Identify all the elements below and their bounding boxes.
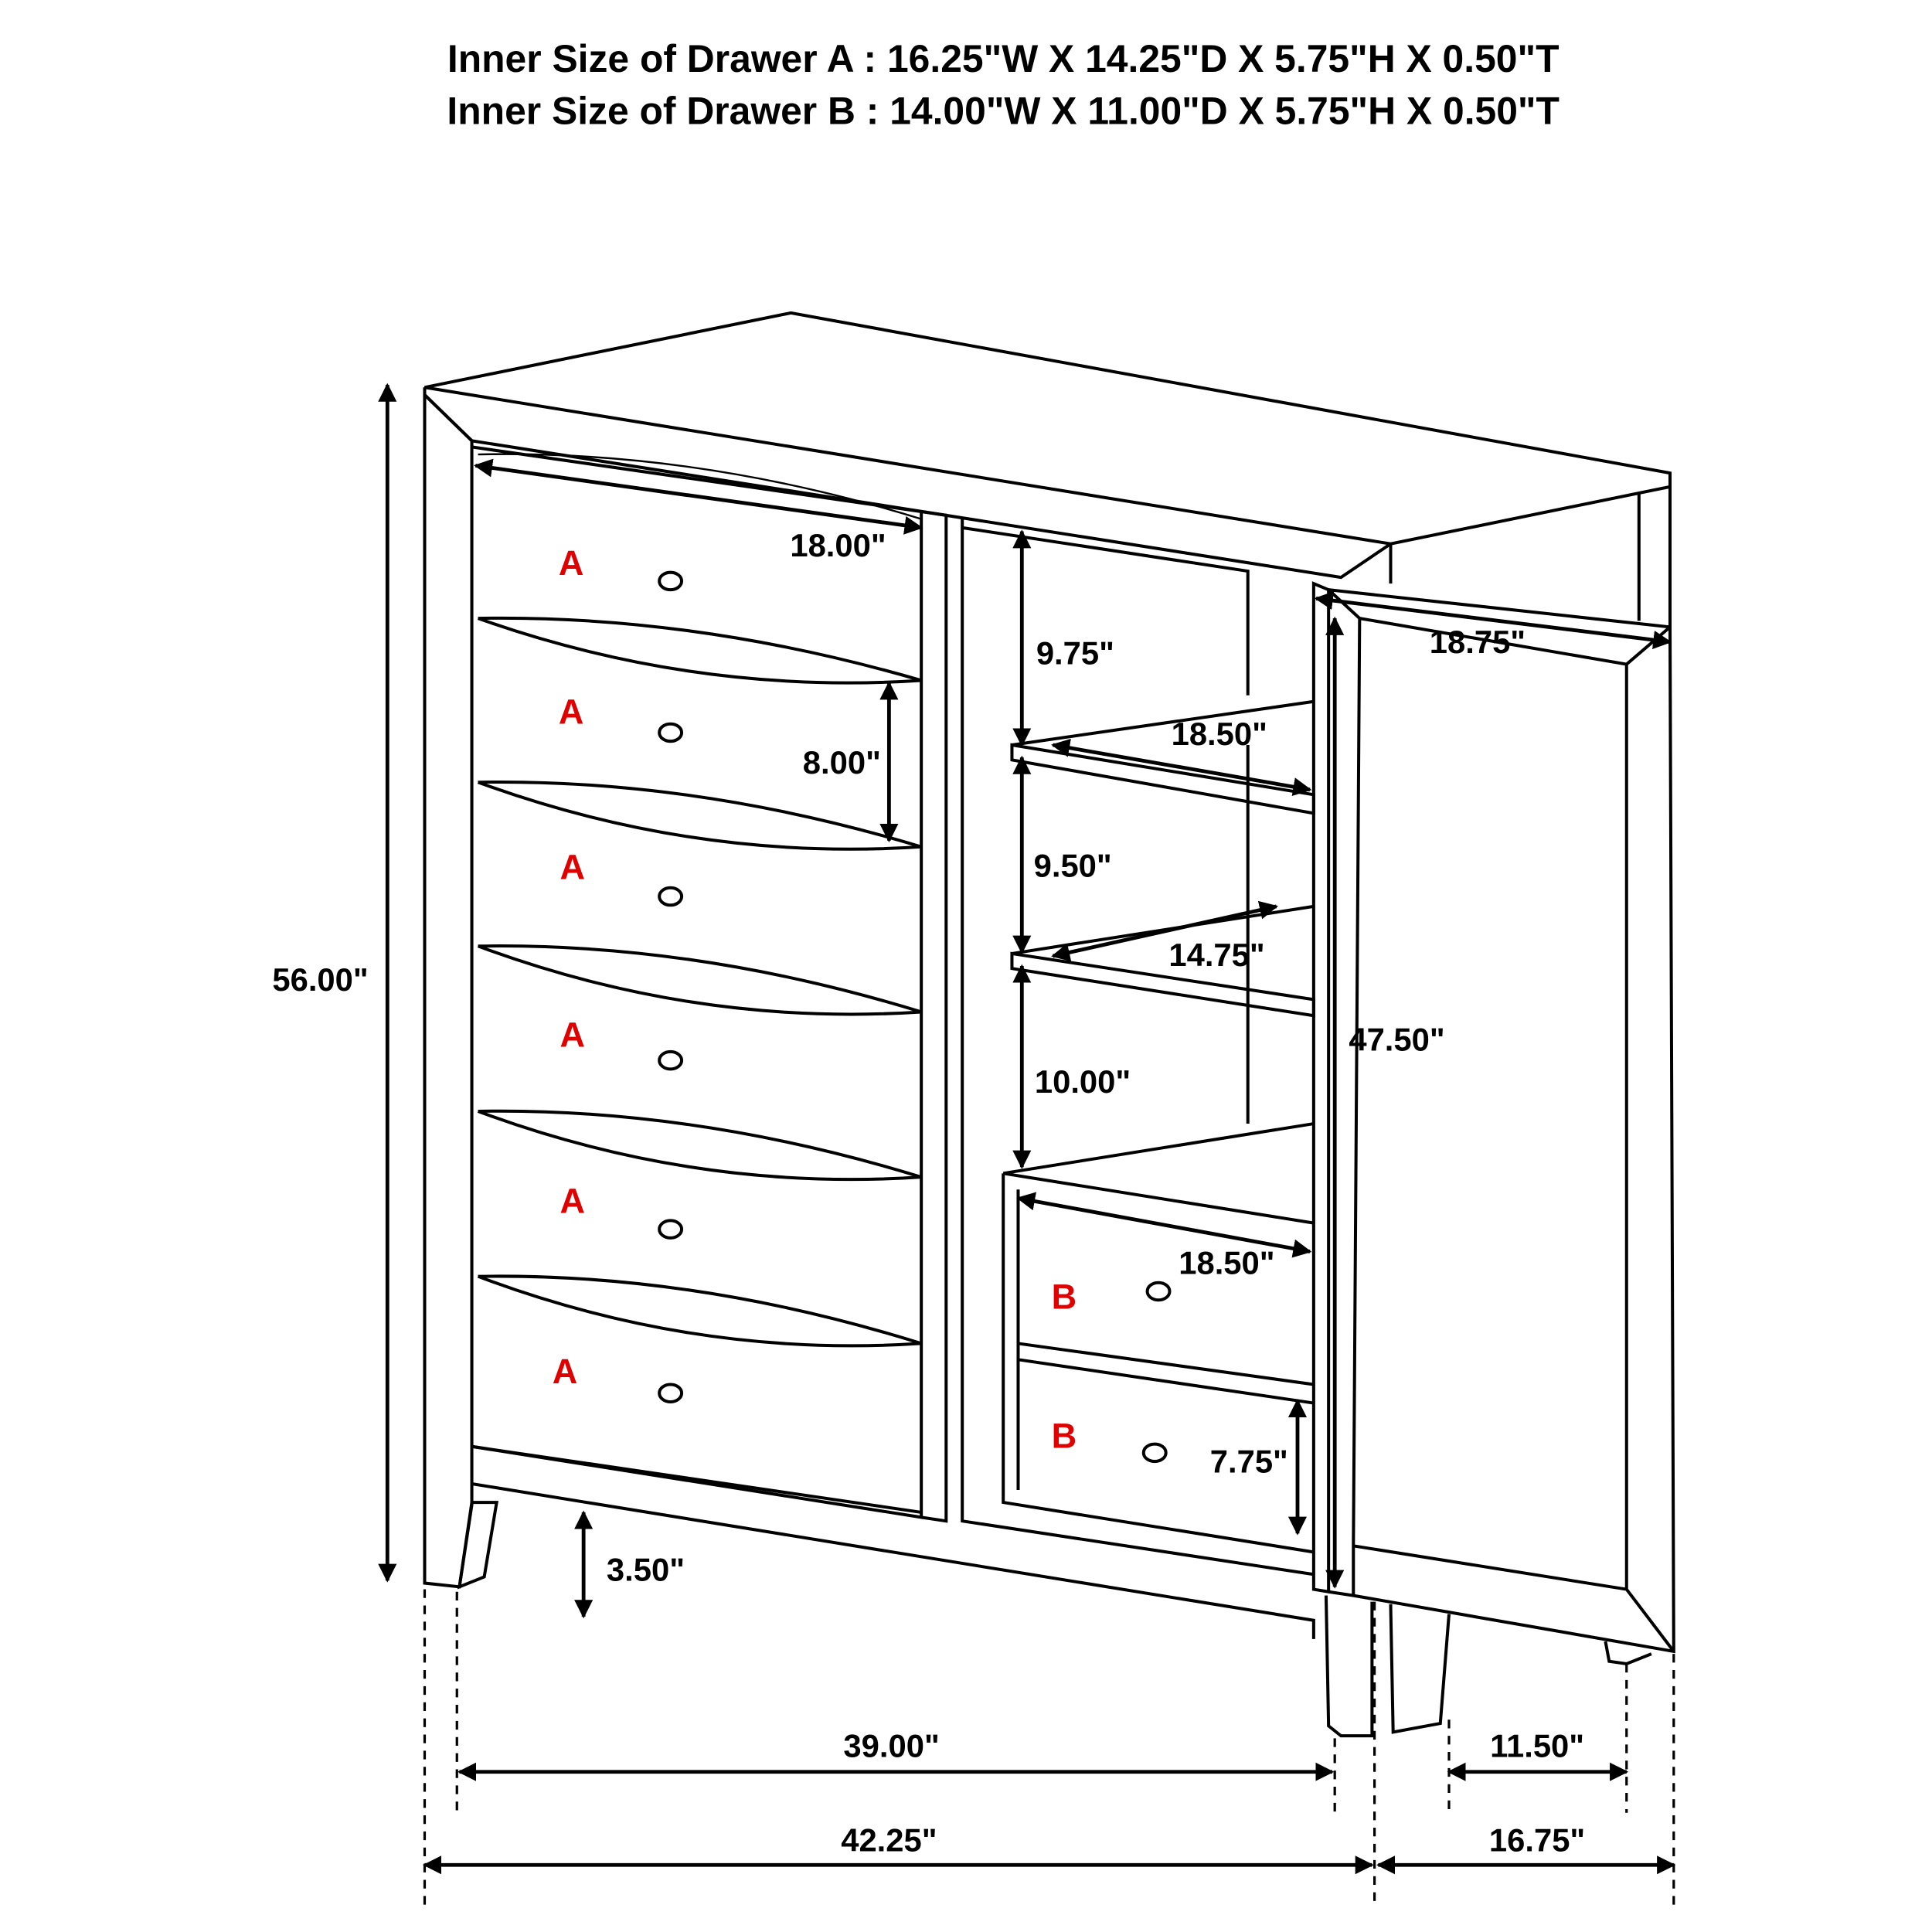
drawer-a-label: A (560, 848, 584, 887)
leg-height-label: 3.50" (607, 1551, 685, 1587)
drawer-b-label: B (1052, 1416, 1077, 1455)
inner-width-label: 39.00" (843, 1727, 939, 1764)
shelf-depth-label: 14.75" (1168, 937, 1264, 973)
drawer-b-height-label: 7.75" (1210, 1444, 1288, 1480)
shelf-width-label: 18.50" (1172, 716, 1267, 752)
drawer-a-label: A (559, 543, 583, 583)
inner-depth-label: 11.50" (1490, 1727, 1584, 1764)
drawer-width-label: 18.00" (790, 527, 886, 563)
overall-width-label: 42.25" (841, 1822, 937, 1859)
drawer-a-label: A (553, 1352, 577, 1391)
drawer-a-inner-size: Inner Size of Drawer A : 16.25"W X 14.25… (447, 37, 1560, 80)
cabinet-drawing (423, 311, 1675, 1738)
drawer-a-label: A (560, 1182, 584, 1221)
drawer-b-width-label: 18.50" (1179, 1244, 1274, 1281)
drawer-labels: A A A A A A B B (553, 543, 1077, 1455)
overall-depth-label: 16.75" (1489, 1822, 1585, 1859)
dimension-arrows (378, 383, 1676, 1906)
drawer-b-label: B (1052, 1277, 1077, 1316)
drawer-height-label: 8.00" (803, 744, 881, 781)
door-width-label: 18.75" (1430, 624, 1526, 660)
shelf-gap-2-label: 9.50" (1034, 847, 1112, 883)
drawer-a-label: A (560, 1015, 584, 1054)
door-height-label: 47.50" (1349, 1021, 1444, 1057)
overall-height-label: 56.00" (272, 961, 368, 998)
drawer-b-inner-size: Inner Size of Drawer B : 14.00"W X 11.00… (447, 90, 1560, 133)
drawer-a-label: A (559, 692, 583, 732)
dimension-labels: 56.00" 18.00" 8.00" 9.75" 9.50" 10.00" 1… (272, 527, 1585, 1859)
shelf-gap-3-label: 10.00" (1035, 1063, 1131, 1100)
shelf-gap-1-label: 9.75" (1036, 635, 1114, 672)
